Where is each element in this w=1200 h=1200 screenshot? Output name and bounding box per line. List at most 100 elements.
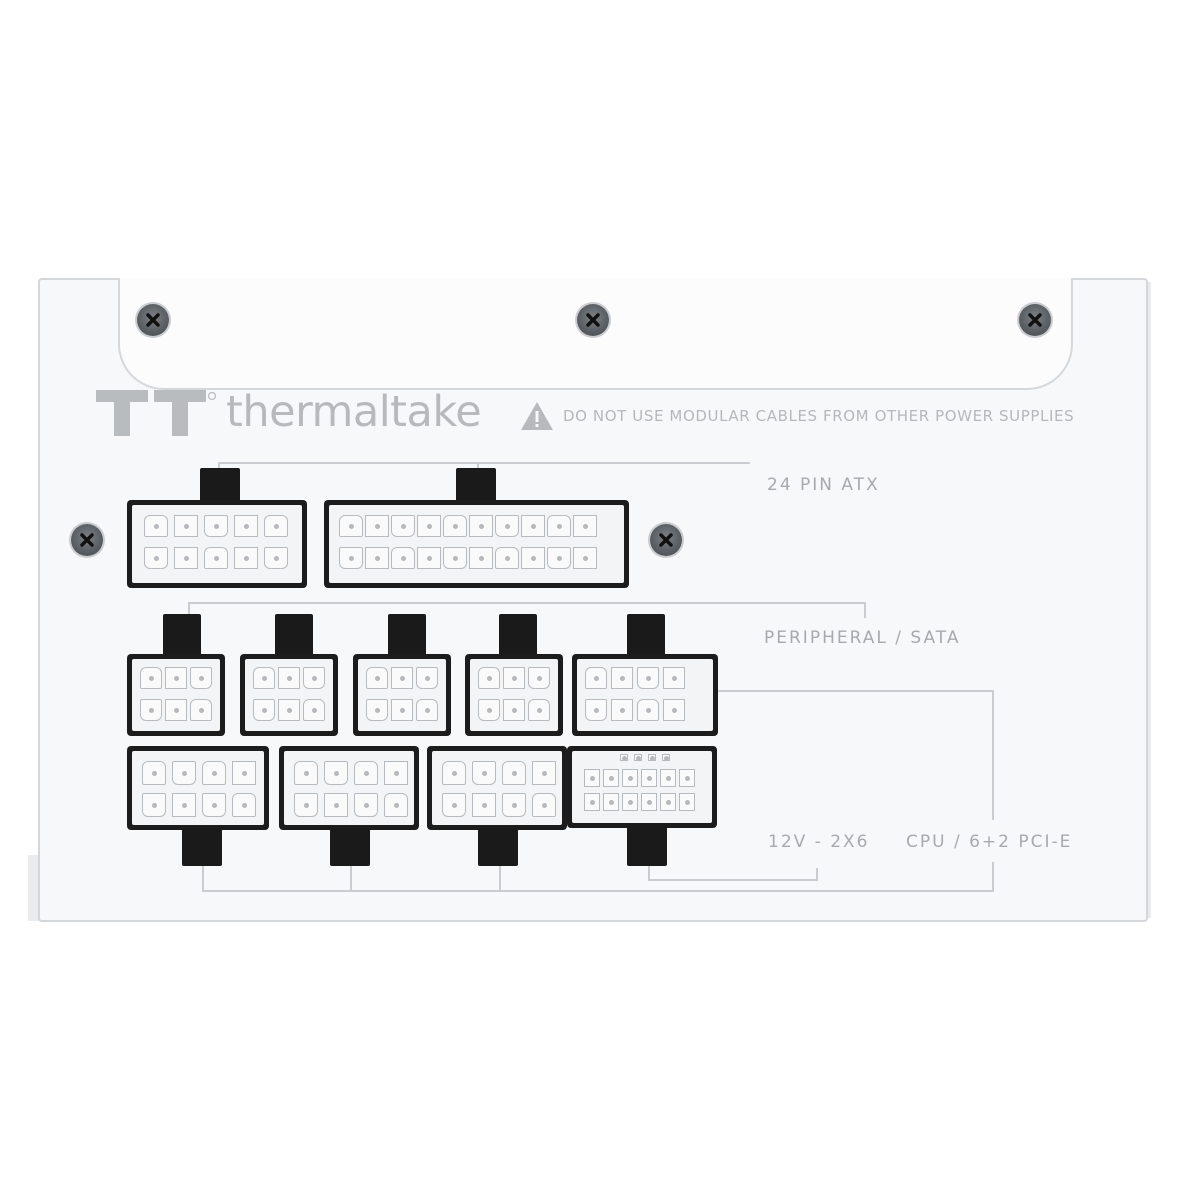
connector-latch (456, 468, 496, 504)
pin (264, 515, 288, 537)
pin (140, 667, 162, 689)
pin (584, 793, 600, 811)
pin (324, 761, 348, 785)
pin (679, 769, 695, 787)
atx-connector-10pin[interactable] (127, 500, 307, 588)
tt-logo-icon (96, 390, 216, 436)
screw-icon (650, 524, 682, 556)
gpu-12v-2x6-connector[interactable] (567, 746, 717, 828)
pin (303, 699, 325, 721)
pin (172, 793, 196, 817)
peripheral-sata-connector-1[interactable] (127, 654, 225, 736)
bracket-line (992, 862, 994, 892)
pin (521, 547, 545, 569)
screw-icon (1019, 304, 1051, 336)
pin (174, 515, 198, 537)
connector-latch (388, 614, 426, 658)
connector-face (572, 751, 712, 823)
bracket-line (218, 462, 750, 464)
pin (416, 667, 438, 689)
sense-pin (620, 754, 628, 761)
connector-face (245, 659, 333, 731)
pin (202, 793, 226, 817)
pin (232, 793, 256, 817)
pin (472, 761, 496, 785)
pin (142, 793, 166, 817)
pin (391, 699, 413, 721)
pin (190, 699, 212, 721)
pin (469, 515, 493, 537)
peripheral-sata-connector-5[interactable] (572, 654, 718, 736)
cpu-pcie-connector-2[interactable] (279, 746, 419, 830)
bracket-line (202, 890, 994, 892)
pin (324, 793, 348, 817)
peripheral-sata-connector-3[interactable] (353, 654, 451, 736)
screw-icon (137, 304, 169, 336)
bracket-line (188, 602, 190, 616)
pin (663, 699, 685, 721)
pin (204, 547, 228, 569)
pin (294, 761, 318, 785)
pin (384, 761, 408, 785)
connector-face (132, 659, 220, 731)
bracket-line (499, 866, 501, 892)
pin (503, 667, 525, 689)
pin (469, 547, 493, 569)
peripheral-sata-connector-4[interactable] (465, 654, 563, 736)
pin (547, 515, 571, 537)
pin (172, 761, 196, 785)
psu-side-edge-right (1145, 282, 1151, 918)
pin (528, 667, 550, 689)
pin (140, 699, 162, 721)
pin (547, 547, 571, 569)
pin (495, 547, 519, 569)
label-peripheral-sata: PERIPHERAL / SATA (764, 628, 961, 648)
pin (472, 793, 496, 817)
pin (278, 667, 300, 689)
pin (528, 699, 550, 721)
pin (253, 667, 275, 689)
pin (660, 793, 676, 811)
pin (584, 769, 600, 787)
pin (442, 793, 466, 817)
warning-triangle-icon (521, 402, 553, 430)
atx-connector-14pin-face (329, 505, 624, 583)
pin (253, 699, 275, 721)
connector-latch (330, 826, 370, 866)
label-cpu-pcie: CPU / 6+2 PCI-E (906, 832, 1073, 852)
pin (165, 699, 187, 721)
pin (478, 699, 500, 721)
pin (442, 761, 466, 785)
cpu-pcie-connector-3[interactable] (427, 746, 567, 830)
pin (637, 699, 659, 721)
pin (144, 515, 168, 537)
pin (366, 699, 388, 721)
bracket-line (718, 690, 994, 692)
connector-face (577, 659, 713, 731)
psu-side-edge (28, 855, 40, 921)
pin (585, 699, 607, 721)
connector-latch (478, 826, 518, 866)
connector-face (284, 751, 414, 825)
pin (354, 793, 378, 817)
screw-icon (577, 304, 609, 336)
pin (204, 515, 228, 537)
atx-connector-14pin[interactable] (324, 500, 629, 588)
cpu-pcie-connector-1[interactable] (127, 746, 269, 830)
pin (339, 515, 363, 537)
connector-latch (163, 614, 201, 658)
bracket-line (202, 866, 204, 892)
pin (384, 793, 408, 817)
pin (622, 769, 638, 787)
bracket-line (864, 602, 866, 618)
label-12v-2x6: 12V - 2X6 (768, 832, 870, 852)
peripheral-sata-connector-2[interactable] (240, 654, 338, 736)
connector-latch (627, 614, 665, 658)
pin (232, 761, 256, 785)
pin (234, 547, 258, 569)
pin (502, 793, 526, 817)
connector-face (358, 659, 446, 731)
sense-pin (634, 754, 642, 761)
pin (417, 547, 441, 569)
pin (503, 699, 525, 721)
